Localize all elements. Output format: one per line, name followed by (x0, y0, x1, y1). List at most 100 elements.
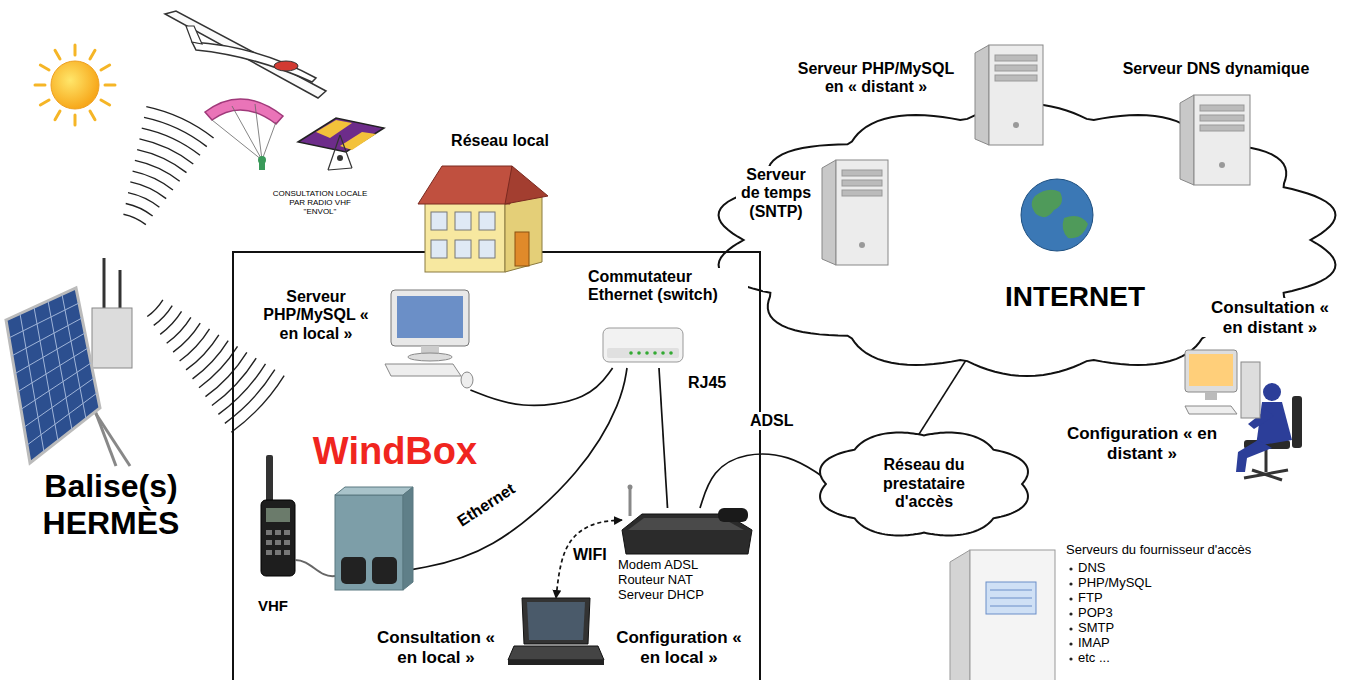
laptop-screen (527, 602, 585, 640)
device-label: VHF (258, 597, 298, 614)
glider-icon-part (192, 42, 316, 82)
provider-cloud: Réseau du prestataire d'accès (815, 430, 1033, 538)
sun-ray (90, 50, 95, 59)
panel-line (990, 606, 1032, 607)
house-icon (418, 166, 548, 272)
hang-glider-icon-part-part (328, 135, 340, 170)
laptop: Consultation « en local »Configuration «… (508, 598, 604, 668)
hang-glider-icon-part (298, 118, 384, 152)
sun-ray (101, 65, 110, 70)
panel-cell-line (18, 348, 88, 392)
laptop-lid (522, 598, 590, 644)
drive-bay (842, 190, 882, 196)
sun-ray (40, 65, 49, 70)
switch-led (661, 351, 665, 355)
tower-side (1180, 95, 1194, 185)
panel-line (990, 590, 1032, 591)
panel-cell-line (21, 363, 91, 409)
connector-label: ADSL (748, 412, 796, 430)
connector (919, 360, 966, 434)
time-server: Serveur de temps (SNTP) (822, 160, 888, 265)
radio-wave (231, 376, 284, 433)
remote-workstation: Consultation « en distant »Configuration… (1185, 350, 1260, 420)
radio-wave (133, 171, 173, 190)
paraglider-icon-part (205, 99, 283, 124)
dns-server: Serveur DNS dynamique (1180, 95, 1250, 185)
network-boundary: Réseau localWindBoxServeur PHP/MySQL « e… (233, 252, 760, 680)
sun-ray (35, 84, 45, 87)
vhf-radio-icon-part-part (284, 550, 290, 555)
house-roof (505, 166, 548, 204)
server-front (970, 550, 1055, 680)
node-title: Serveurs du fournisseur d'accès (1066, 543, 1286, 558)
time-server-icon (822, 160, 888, 265)
house-window (455, 240, 471, 258)
vhf-radio-icon-part (266, 530, 290, 555)
radio-wave (144, 117, 207, 146)
windbox-device: WindBox (335, 487, 413, 590)
phone-handset (718, 508, 748, 522)
adsl-modem: Modem ADSL Routeur NAT Serveur DHCP (622, 508, 752, 556)
globe (1021, 179, 1093, 251)
support-leg (94, 408, 116, 466)
radio-wave (212, 358, 256, 405)
glider-icon-part (274, 61, 298, 71)
radio-wave (139, 139, 193, 164)
vhf-radio-icon-part-part (275, 550, 281, 555)
paraglider-icon-part (258, 156, 266, 164)
tower-front (1194, 95, 1250, 185)
adsl-modem-icon (622, 508, 752, 556)
keyboard (1185, 406, 1237, 414)
node-title: Serveur PHP/MySQL en « distant » (790, 60, 962, 97)
beacon-box (92, 308, 132, 368)
paraglider-icon-part-part (232, 106, 262, 160)
ethernet-switch: Commutateur Ethernet (switch) (603, 318, 683, 368)
node-title: Consultation « en distant » (1200, 298, 1340, 337)
paraglider-icon-part-part (255, 104, 262, 160)
node-text: Configuration « en distant » (1066, 424, 1218, 463)
radio-wave (123, 214, 145, 224)
local-server: Serveur PHP/MySQL « en local » (383, 290, 475, 390)
speaker (372, 557, 397, 584)
house-window (479, 240, 495, 258)
drive-bay (995, 75, 1037, 81)
paraglider-icon-part (212, 104, 276, 160)
monitor-stand (1205, 392, 1217, 400)
user-at-desk-icon-part (1292, 396, 1302, 448)
connector-label: Ethernet (453, 479, 521, 532)
provider-server-icon (950, 540, 1055, 680)
user-at-desk-icon-part (1263, 383, 1281, 401)
sun-ray (74, 115, 77, 125)
radio-wave (193, 341, 229, 379)
radio-wave (205, 352, 246, 396)
node-title: Serveur DNS dynamique (1100, 60, 1332, 78)
node-title: Serveur de temps (SNTP) (736, 166, 816, 221)
vhf-radio-icon-part (295, 560, 335, 576)
mouse (461, 372, 473, 388)
vhf-radio-icon-part-part (284, 540, 290, 545)
sun-ray (105, 84, 115, 87)
radio-wave (180, 329, 210, 361)
radio-waves (123, 107, 284, 433)
vhf-radio-icon-part-part (275, 530, 281, 535)
switch-front (607, 348, 679, 358)
list-bullet (1069, 627, 1072, 630)
house-window (431, 240, 447, 258)
box-top (335, 487, 413, 495)
drive-bay (995, 55, 1037, 61)
antenna-tip (628, 485, 633, 490)
node-title: Balise(s) HERMÈS (22, 468, 200, 542)
connector-label: WIFI (571, 546, 609, 564)
radio-wave (130, 182, 166, 199)
node-title: Consultation « en local » (368, 628, 504, 667)
node-title: Serveur PHP/MySQL « en local » (252, 288, 380, 343)
globe-land (1063, 216, 1088, 238)
node-title: Commutateur Ethernet (switch) (588, 268, 748, 305)
node-title: Modem ADSL Routeur NAT Serveur DHCP (618, 558, 718, 603)
vhf-radio-icon-part-part (266, 530, 272, 535)
drive-bay (1200, 115, 1244, 121)
tower-side (975, 45, 989, 145)
provider-server: Serveurs du fournisseur d'accèsDNSPHP/My… (950, 540, 1055, 680)
sun-ray (90, 111, 95, 120)
